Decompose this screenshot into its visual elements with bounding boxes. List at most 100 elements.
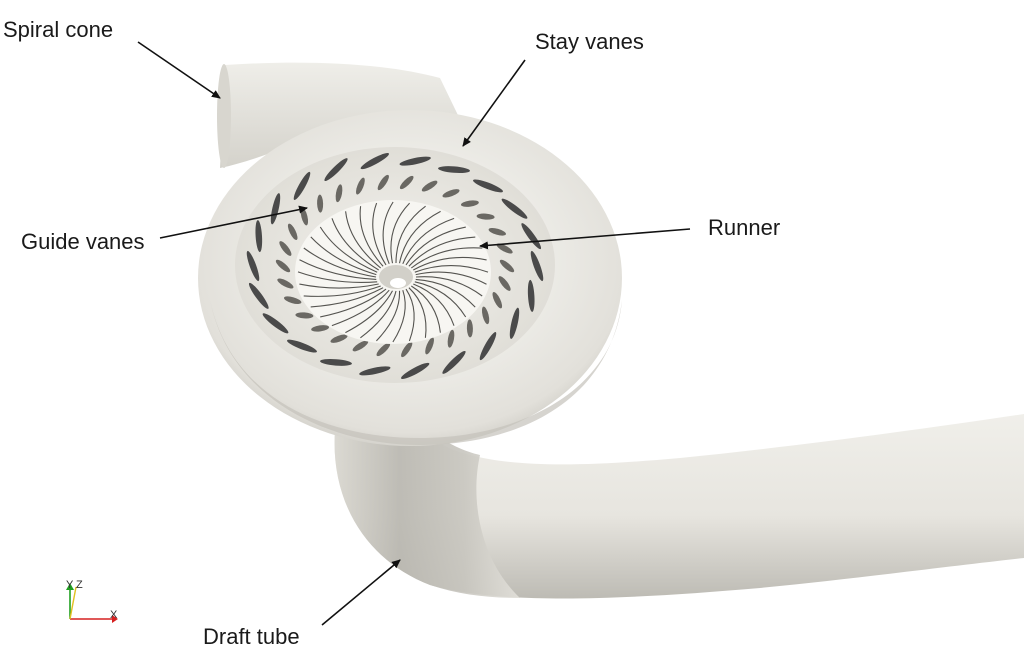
guide-vanes-ring bbox=[275, 174, 515, 358]
runner-blade bbox=[405, 288, 415, 342]
guide-vane bbox=[284, 296, 302, 305]
guide-vane bbox=[287, 223, 298, 240]
stay-vane bbox=[246, 250, 260, 282]
runner-blade bbox=[303, 247, 377, 278]
guide-vane bbox=[399, 175, 414, 190]
draft-tube-body bbox=[334, 414, 1024, 599]
runner-arrow bbox=[479, 228, 691, 250]
stay-vane bbox=[442, 350, 466, 374]
guide-vane bbox=[447, 329, 455, 348]
guide-vane bbox=[279, 241, 292, 256]
label-draft-tube: Draft tube bbox=[203, 624, 300, 649]
stay-vanes-ring bbox=[246, 153, 544, 379]
guide-vane bbox=[442, 189, 460, 198]
runner-blade bbox=[310, 287, 384, 308]
guide-vane bbox=[466, 319, 473, 338]
axis-z-label: Z bbox=[76, 579, 83, 591]
runner-blade bbox=[415, 271, 487, 285]
guide-vane bbox=[295, 312, 314, 319]
runner-blade bbox=[414, 281, 467, 318]
axis-y-label: Y bbox=[66, 579, 74, 591]
runner-blade bbox=[299, 259, 377, 280]
axis-x-tip bbox=[112, 615, 118, 623]
stay-vane bbox=[527, 279, 535, 312]
guide-vane bbox=[317, 194, 324, 213]
stay-vane bbox=[287, 339, 317, 353]
guide-vane bbox=[377, 174, 389, 191]
stay-vane bbox=[438, 166, 470, 174]
guide-vane bbox=[376, 342, 391, 357]
guide-vane bbox=[481, 306, 490, 325]
runner-blade bbox=[390, 202, 410, 264]
stay-vane bbox=[501, 198, 528, 219]
axes-triad: X Y Z bbox=[66, 579, 118, 623]
runner-blade bbox=[405, 226, 466, 266]
runner-blade bbox=[415, 276, 483, 297]
axis-x-label: X bbox=[110, 609, 118, 621]
guide-vane bbox=[496, 243, 513, 254]
guide-vane bbox=[421, 180, 438, 192]
stay-vane bbox=[479, 332, 497, 361]
guide-vane bbox=[277, 278, 294, 289]
spiral-cone-arrow bbox=[137, 41, 221, 99]
axis-y-line bbox=[69, 586, 77, 620]
runner-blade bbox=[408, 236, 476, 267]
runner-blade bbox=[413, 256, 487, 271]
runner-blade bbox=[359, 206, 384, 267]
label-guide-vanes: Guide vanes bbox=[21, 229, 145, 254]
runner-blade bbox=[415, 278, 476, 308]
guide-vane bbox=[499, 259, 515, 273]
stay-vane bbox=[399, 156, 431, 166]
guide-vane bbox=[330, 334, 348, 343]
guide-vane bbox=[401, 341, 413, 358]
runner-blade bbox=[398, 210, 441, 264]
stay-vane bbox=[473, 179, 503, 193]
guide-vane bbox=[356, 177, 365, 195]
runner-blade bbox=[392, 290, 406, 343]
runner-blade bbox=[382, 201, 394, 265]
runner-blade bbox=[402, 217, 455, 265]
runner-blade bbox=[319, 226, 378, 273]
stay-vane bbox=[262, 313, 289, 334]
label-stay-vanes: Stay vanes bbox=[535, 29, 644, 54]
stay-vane bbox=[248, 282, 269, 309]
stay-vane bbox=[270, 193, 281, 225]
stay-vane bbox=[530, 250, 544, 282]
runner-blade bbox=[331, 218, 379, 271]
stay-vane bbox=[320, 358, 352, 366]
stay-vane bbox=[359, 366, 391, 376]
runner-blade bbox=[414, 265, 489, 273]
guide-vane bbox=[498, 276, 511, 291]
stay-vane bbox=[293, 171, 311, 200]
stay-vane bbox=[324, 158, 348, 182]
guide-vane bbox=[460, 200, 479, 207]
guide-vane bbox=[275, 259, 291, 273]
runner-blade bbox=[331, 289, 390, 327]
runner-blade bbox=[410, 247, 483, 269]
guide-vane bbox=[492, 292, 503, 309]
stay-vane bbox=[509, 307, 520, 339]
stay-vane bbox=[521, 223, 542, 250]
spiral-inlet-pipe bbox=[217, 62, 470, 168]
stay-vane bbox=[401, 362, 430, 379]
stay-vane bbox=[360, 153, 389, 170]
guide-vane bbox=[488, 227, 506, 236]
runner-blade bbox=[299, 283, 379, 289]
label-runner: Runner bbox=[708, 215, 781, 240]
axis-z-tip bbox=[66, 583, 74, 590]
runner-blade bbox=[395, 205, 426, 264]
runner-blade bbox=[345, 211, 382, 269]
runner-blade bbox=[372, 202, 387, 266]
runner-blade bbox=[408, 287, 427, 338]
runner-hub bbox=[379, 265, 413, 289]
runner-blade bbox=[320, 288, 387, 318]
stay-vanes-arrow bbox=[462, 59, 526, 147]
guide-vane bbox=[476, 213, 495, 220]
runner-blade bbox=[345, 290, 393, 334]
runner-blade bbox=[413, 283, 455, 326]
stay-vane bbox=[255, 220, 263, 253]
guide-vane bbox=[425, 337, 434, 355]
runner-blade bbox=[360, 290, 397, 339]
runner-blade bbox=[297, 271, 378, 283]
draft-tube-arrow bbox=[321, 559, 401, 626]
